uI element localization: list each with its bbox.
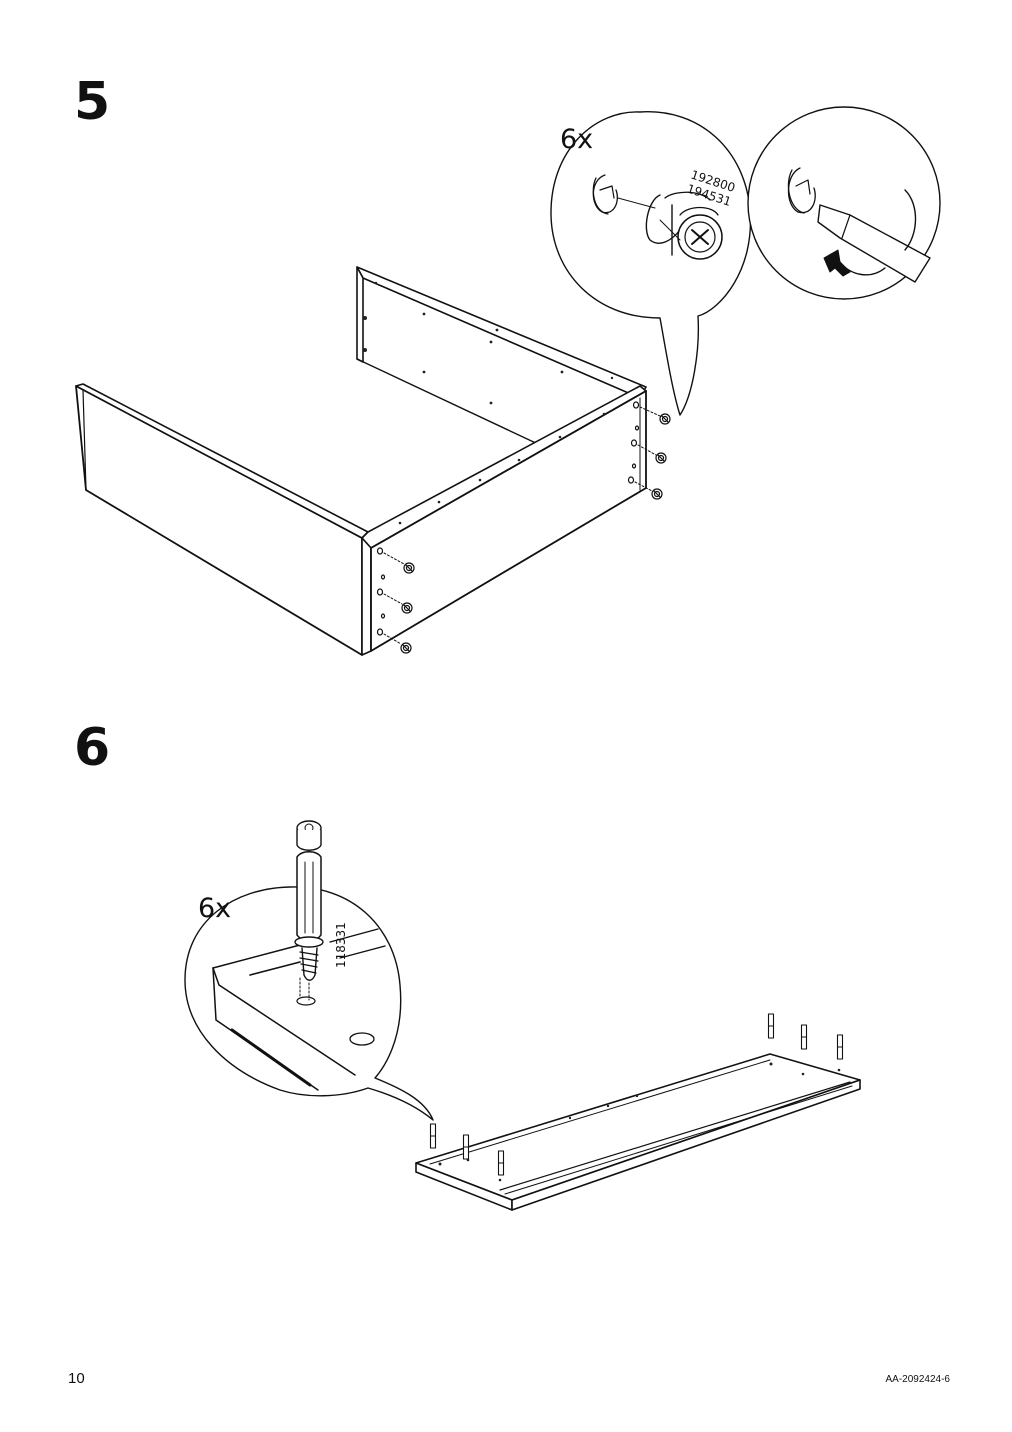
- step-6-quantity: 6x: [198, 893, 231, 924]
- step-6-number: 6: [74, 718, 111, 778]
- dowel-part: [294, 820, 324, 1001]
- back-panel: [356, 266, 647, 446]
- step-5-illustration: [75, 106, 941, 656]
- base-panel: [415, 1053, 861, 1211]
- inserted-dowels: [429, 1013, 844, 1176]
- document-id: AA-2092424-6: [885, 1374, 951, 1385]
- step-6-illustration: [184, 820, 861, 1211]
- part-code-118331: 118331: [334, 922, 348, 968]
- screwdriver-turn-icon: [747, 106, 941, 300]
- front-panel: [75, 383, 369, 656]
- page-number: 10: [68, 1370, 85, 1387]
- step-5-number: 5: [74, 72, 111, 132]
- side-panel: [361, 385, 661, 656]
- cam-dowel-icon: [184, 886, 434, 1121]
- step-5-quantity: 6x: [560, 124, 593, 155]
- cam-lock-parts: [400, 413, 671, 654]
